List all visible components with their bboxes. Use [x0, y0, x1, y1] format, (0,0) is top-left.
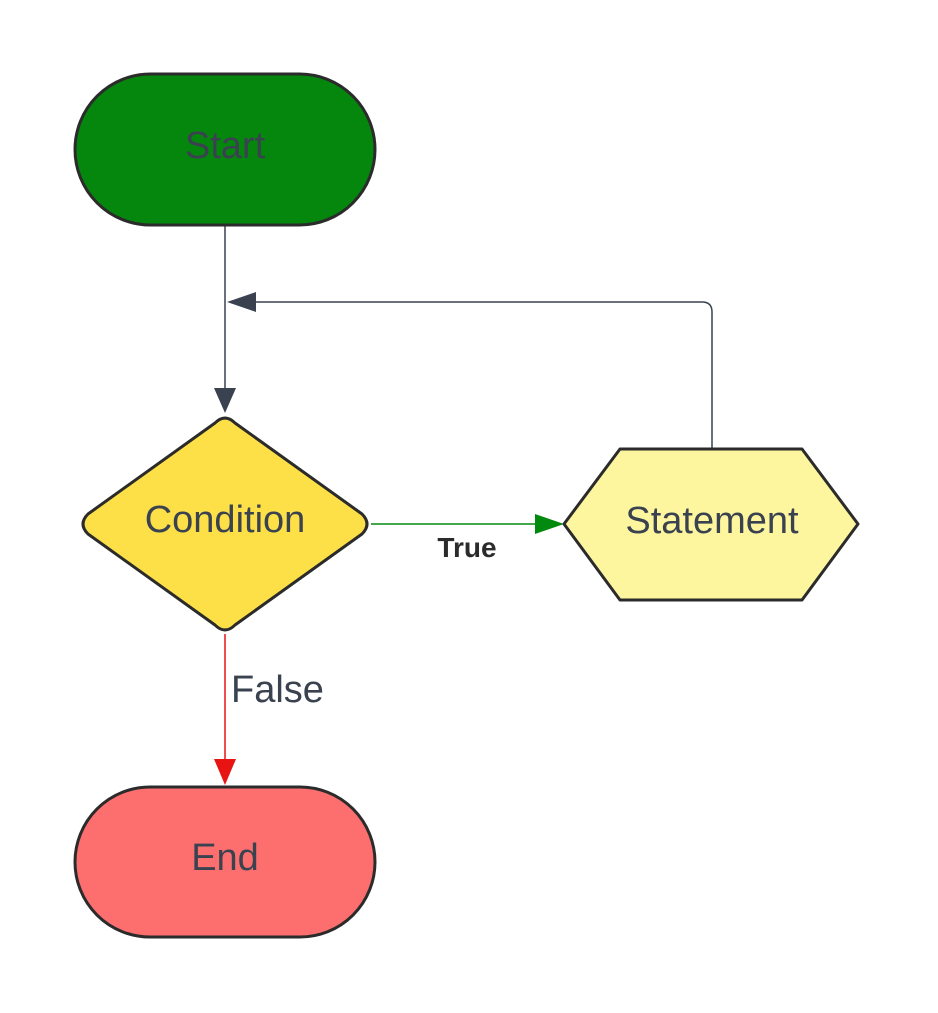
- edge-condition-to-end: False: [214, 634, 324, 785]
- node-condition[interactable]: Condition: [81, 416, 369, 632]
- node-end-shape: [73, 785, 377, 939]
- node-statement[interactable]: Statement: [562, 447, 860, 602]
- node-condition-label: Condition: [145, 499, 306, 541]
- edge-start-to-condition-arrowhead: [214, 388, 236, 413]
- node-condition-shape: [81, 416, 369, 632]
- node-start-label: Start: [185, 125, 266, 167]
- edge-condition-to-statement-arrowhead: [535, 514, 564, 534]
- edge-statement-loop-back-line: [250, 301, 713, 448]
- edge-condition-to-statement: True: [371, 514, 564, 563]
- node-end[interactable]: End: [73, 785, 377, 939]
- node-statement-shape: [562, 447, 860, 602]
- edge-condition-to-end-arrowhead: [214, 759, 236, 785]
- edge-true-label: True: [437, 532, 496, 563]
- node-start-shape: [73, 72, 377, 227]
- node-statement-label: Statement: [625, 500, 799, 542]
- edge-start-to-condition: [214, 225, 236, 413]
- edge-false-label: False: [231, 669, 324, 711]
- edge-statement-loop-back: [227, 292, 713, 448]
- edge-statement-loop-back-arrowhead: [227, 292, 256, 312]
- node-end-label: End: [191, 837, 259, 879]
- node-start[interactable]: Start: [73, 72, 377, 227]
